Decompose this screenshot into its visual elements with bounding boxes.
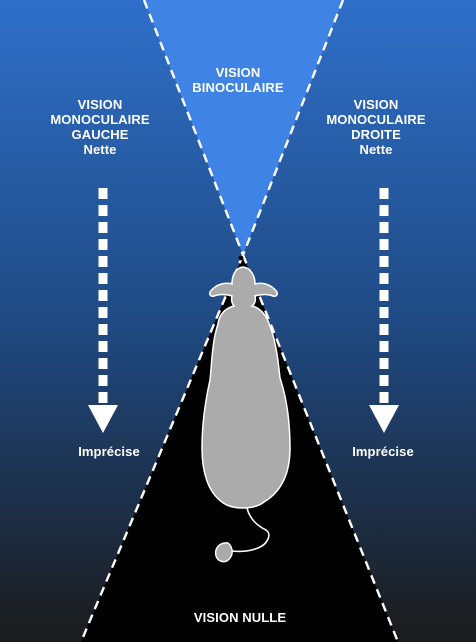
mono-right-line3: DROITE (326, 127, 426, 142)
mono-left-line2: MONOCULAIRE (50, 112, 150, 127)
mono-left-line1: VISION (50, 97, 150, 112)
eye-point (239, 256, 244, 261)
blurry-left-label: Imprécise (64, 444, 154, 459)
binocular-label-line1: VISION (178, 65, 298, 80)
blurry-right-label: Imprécise (338, 444, 428, 459)
mono-left-line4: Nette (50, 142, 150, 157)
binocular-label-line2: BINOCULAIRE (178, 80, 298, 95)
mono-right-line4: Nette (326, 142, 426, 157)
binocular-vision-label: VISION BINOCULAIRE (178, 65, 298, 95)
no-vision-label: VISION NULLE (160, 610, 320, 625)
monocular-left-label: VISION MONOCULAIRE GAUCHE Nette (50, 97, 150, 157)
mono-left-line3: GAUCHE (50, 127, 150, 142)
mono-right-line1: VISION (326, 97, 426, 112)
mono-right-line2: MONOCULAIRE (326, 112, 426, 127)
monocular-right-label: VISION MONOCULAIRE DROITE Nette (326, 97, 426, 157)
